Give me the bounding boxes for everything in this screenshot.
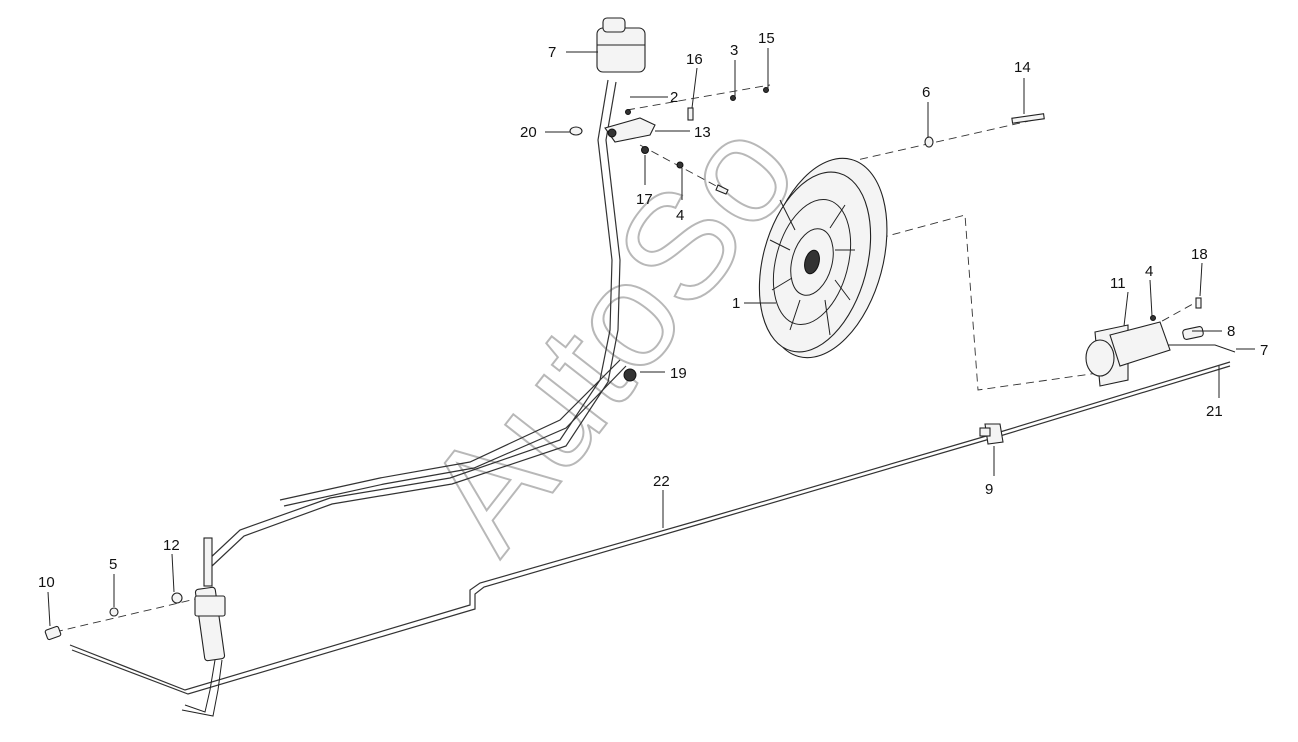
- callout-8: 7: [548, 44, 556, 61]
- callout-19: 18: [1191, 246, 1208, 263]
- tee-connector: [979, 423, 1004, 445]
- banjo-fitting: [44, 625, 62, 641]
- callout-6: 6: [922, 84, 930, 101]
- callout-4-upper: 4: [676, 207, 684, 224]
- callout-4-lower: 4: [1145, 263, 1153, 280]
- callout-22: 21: [1206, 403, 1223, 420]
- callout-16: 15: [758, 30, 775, 47]
- leader-lines: [47, 48, 1255, 627]
- pressure-pipe: [69, 361, 1231, 695]
- clutch-pressure-plate: [758, 157, 888, 359]
- callout-17: 16: [686, 51, 703, 68]
- callout-15: 14: [1014, 59, 1031, 76]
- slave-cylinder: [1085, 321, 1236, 387]
- fasteners: [109, 87, 1202, 617]
- callout-3: 3: [730, 42, 738, 59]
- callout-11: 10: [38, 574, 55, 591]
- fluid-reservoir: [596, 17, 646, 73]
- master-cylinder: [181, 537, 226, 717]
- callout-18: 17: [636, 191, 653, 208]
- callout-7: 7: [1260, 342, 1268, 359]
- callout-14: 13: [694, 124, 711, 141]
- callout-2: 2: [670, 89, 678, 106]
- callout-20: 19: [670, 365, 687, 382]
- callout-9: 8: [1227, 323, 1235, 340]
- callout-labels: 7 2 3 15 16 20 13 17 4 6 14 1 18 4 11 8 …: [38, 30, 1268, 591]
- callout-21: 20: [520, 124, 537, 141]
- callout-1: 1: [732, 295, 740, 312]
- callout-12: 11: [1110, 275, 1126, 292]
- callout-10: 9: [985, 481, 993, 498]
- mounting-bracket: [604, 117, 656, 143]
- callout-13: 12: [163, 537, 180, 554]
- reservoir-hose: [207, 79, 627, 567]
- callout-5: 5: [109, 556, 117, 573]
- callout-23: 22: [653, 473, 670, 490]
